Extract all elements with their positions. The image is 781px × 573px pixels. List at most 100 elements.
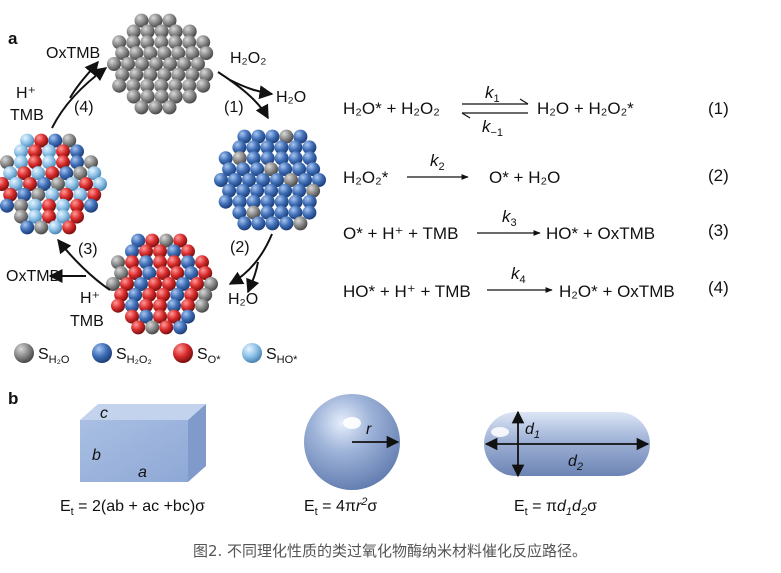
atom [31, 187, 46, 202]
atom [149, 57, 163, 71]
atom [42, 198, 56, 213]
atom [167, 255, 181, 270]
atom [140, 35, 155, 50]
atom [173, 233, 188, 248]
atom [182, 78, 197, 93]
atom [140, 89, 155, 104]
atom [157, 67, 172, 82]
atom [236, 162, 251, 177]
capsule-formula: Et = πd1d2σ [514, 498, 597, 518]
eq2-left: H₂O₂* [343, 168, 389, 187]
atom [181, 244, 195, 259]
atom [168, 89, 183, 104]
atom [167, 309, 181, 324]
atom [288, 140, 303, 155]
eq4-k: k4 [511, 264, 526, 286]
box-top-face [80, 404, 206, 420]
atom [28, 209, 42, 224]
atom [115, 46, 130, 61]
legend-swatch-o [173, 343, 193, 363]
atom [196, 35, 211, 50]
atom [129, 67, 144, 82]
atom [154, 89, 169, 104]
legend-label-o: SO* [197, 346, 221, 366]
atom [87, 166, 102, 181]
atom [139, 309, 153, 324]
atom [185, 46, 200, 61]
atom [265, 129, 280, 144]
capsule-highlight [491, 427, 509, 437]
atom [0, 198, 14, 213]
capsule-d1-label: d1 [525, 421, 540, 441]
atom [73, 166, 88, 181]
atom [159, 320, 174, 335]
atom [9, 177, 23, 191]
legend-swatch-h2o2 [92, 343, 112, 363]
atom [42, 209, 56, 224]
atom [251, 129, 266, 144]
step1-reactant: H₂O₂ [230, 50, 266, 67]
atom [218, 151, 233, 166]
cycle-arrow-1-branch [229, 79, 274, 100]
atom [14, 209, 28, 224]
atom [56, 155, 70, 170]
atom [274, 194, 289, 209]
atom [198, 287, 213, 302]
atom [246, 194, 261, 209]
atom [154, 35, 169, 50]
atom [274, 205, 289, 220]
atom [232, 205, 247, 220]
step1-product: H₂O [276, 89, 306, 106]
atom [177, 57, 191, 71]
atom [288, 151, 303, 166]
atom [62, 133, 77, 148]
atom [134, 13, 149, 28]
atom [93, 177, 107, 191]
sphere-formula: Et = 4πr2σ [304, 496, 377, 518]
atom [23, 177, 37, 191]
atom [167, 244, 181, 259]
atom [125, 255, 139, 270]
atom [128, 266, 143, 281]
atom [140, 24, 155, 39]
legend-swatch-ho [242, 343, 262, 363]
cycle-arrow-2 [228, 233, 273, 285]
atom [228, 173, 242, 187]
atom [145, 320, 160, 335]
atom [191, 57, 205, 71]
atom [288, 194, 303, 209]
atom [142, 266, 157, 281]
box-edge-a: a [138, 464, 147, 481]
atom [237, 216, 252, 231]
atom [48, 133, 63, 148]
step2-product: H₂O [228, 291, 258, 308]
atom [42, 144, 56, 159]
atom [185, 67, 200, 82]
atom [302, 194, 317, 209]
nanoparticle-red-blue [106, 233, 218, 335]
atom [59, 187, 74, 202]
atom [182, 24, 197, 39]
step3-reactant-bottom: TMB [70, 313, 104, 330]
atom [48, 220, 63, 235]
atom [126, 78, 141, 93]
atom [65, 177, 79, 191]
panel-letter-b: b [8, 389, 18, 408]
atom [246, 205, 261, 220]
eq3-number: (3) [708, 221, 729, 240]
atom [153, 298, 167, 313]
atom [171, 46, 186, 61]
atom [131, 320, 146, 335]
atom [3, 187, 18, 202]
step3-number: (3) [78, 241, 98, 258]
atom [236, 183, 251, 198]
atom [125, 244, 139, 259]
atom [121, 57, 135, 71]
atom [170, 287, 185, 302]
atom [288, 205, 303, 220]
atom [84, 155, 98, 170]
legend-label-h2o: SH₂O [38, 346, 70, 366]
legend-label-h2o2: SH₂O₂ [116, 346, 152, 366]
step3-product: OxTMB [6, 268, 60, 285]
